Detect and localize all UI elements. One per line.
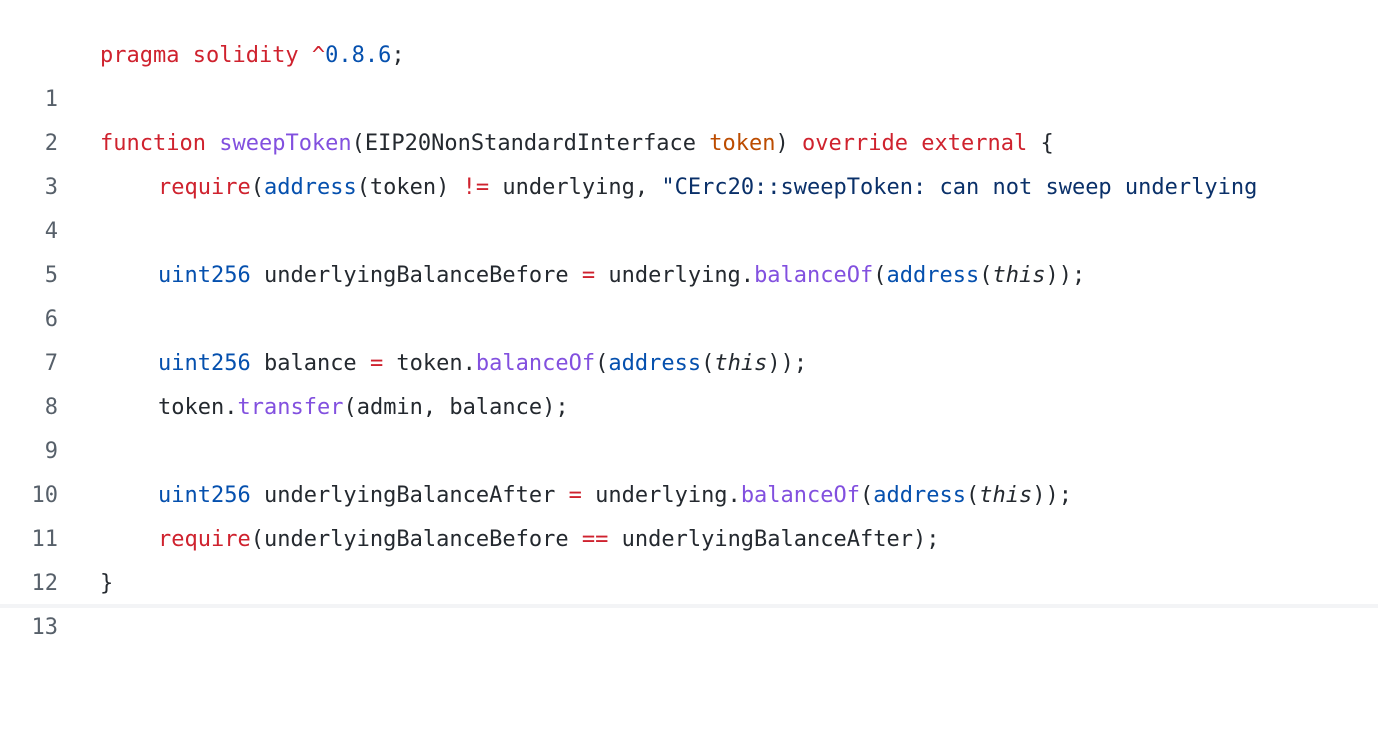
underlying-ref: underlying, (489, 175, 662, 200)
param-type: (EIP20NonStandardInterface (351, 131, 710, 156)
paren-close: )); (1045, 263, 1086, 288)
paren: ( (979, 263, 993, 288)
operator-assign: = (581, 263, 596, 288)
horizontal-scrollbar[interactable] (0, 604, 1378, 608)
require-call: require (158, 175, 251, 200)
line-content: require(address(token) != underlying, "C… (100, 166, 1257, 210)
keyword-external: external (921, 131, 1028, 156)
code-line: 6 uint256 underlyingBalanceBefore = unde… (0, 254, 1378, 332)
brace-close: } (100, 571, 114, 596)
var-name: underlyingBalanceAfter (250, 483, 569, 508)
line-number: 5 (44, 263, 58, 288)
line-content: function sweepToken(EIP20NonStandardInte… (100, 122, 1054, 166)
paren: ( (966, 483, 980, 508)
paren-close: )); (1032, 483, 1072, 508)
address-cast: address (886, 263, 980, 288)
object-ref: underlying. (595, 263, 755, 288)
address-cast: address (608, 351, 702, 376)
line-content: uint256 underlyingBalanceAfter = underly… (100, 474, 1072, 518)
paren: ( (595, 351, 609, 376)
code-line: 13 } (0, 562, 1378, 640)
operator-assign: = (369, 351, 384, 376)
line-number: 11 (31, 527, 59, 552)
line-number: 2 (44, 131, 58, 156)
operator-neq: != (462, 175, 490, 200)
this-keyword: this (979, 483, 1033, 508)
paren: ( (860, 483, 874, 508)
code-line: 10 (0, 430, 1378, 508)
type-uint256: uint256 (158, 263, 251, 288)
paren: ( (250, 175, 264, 200)
var-name: underlyingBalanceBefore (250, 263, 582, 288)
param-name: token (709, 131, 776, 156)
line-number: 1 (44, 87, 58, 112)
code-line: 2 (0, 78, 1378, 156)
code-line: 8 uint256 balance = token.balanceOf(addr… (0, 342, 1378, 420)
line-number: 9 (44, 439, 58, 464)
method-transfer: transfer (237, 395, 344, 420)
semicolon: ; (391, 43, 405, 68)
line-number: 4 (44, 219, 58, 244)
code-line: 12 require(underlyingBalanceBefore == un… (0, 518, 1378, 596)
this-keyword: this (714, 351, 768, 376)
token-arg: (token) (356, 175, 463, 200)
method-balanceof: balanceOf (740, 483, 861, 508)
line-number: 13 (31, 615, 59, 640)
call-args: (admin, balance); (343, 395, 569, 420)
line-content: uint256 underlyingBalanceBefore = underl… (100, 254, 1085, 298)
var-name: balance (250, 351, 370, 376)
code-line: 4 require(address(token) != underlying, … (0, 166, 1378, 244)
string-literal: "CErc20::sweepToken: can not sweep under… (661, 175, 1258, 200)
space (908, 131, 921, 156)
line-content: } (100, 562, 113, 606)
version-number: 0.8.6 (325, 43, 392, 68)
line-number: 3 (44, 175, 58, 200)
code-line: 3 function sweepToken(EIP20NonStandardIn… (0, 122, 1378, 200)
object-ref: underlying. (581, 483, 741, 508)
keyword-override: override (802, 131, 908, 156)
pragma-directive: pragma solidity ^ (100, 43, 326, 68)
line-number: 12 (31, 571, 59, 596)
code-line: 11 uint256 underlyingBalanceAfter = unde… (0, 474, 1378, 552)
line-content: pragma solidity ^0.8.6; (100, 34, 405, 78)
code-line: 9 token.transfer(admin, balance); (0, 386, 1378, 464)
code-line: 1 pragma solidity ^0.8.6; (0, 34, 1378, 112)
rhs-expr: underlyingBalanceAfter); (608, 527, 940, 552)
line-number: 10 (31, 483, 59, 508)
line-content: token.transfer(admin, balance); (100, 386, 569, 430)
paren-close: )); (767, 351, 808, 376)
method-balanceof: balanceOf (754, 263, 874, 288)
operator-assign: = (568, 483, 582, 508)
object-ref: token. (158, 395, 238, 420)
paren: ( (701, 351, 715, 376)
address-cast: address (263, 175, 357, 200)
method-balanceof: balanceOf (475, 351, 596, 376)
brace-open: { (1027, 131, 1054, 156)
paren: ( (873, 263, 887, 288)
code-line: 5 (0, 210, 1378, 288)
code-line: 7 (0, 298, 1378, 376)
type-uint256: uint256 (158, 351, 251, 376)
keyword-function: function (100, 131, 206, 156)
require-call: require (158, 527, 251, 552)
paren-close: ) (775, 131, 803, 156)
code-view: 1 pragma solidity ^0.8.6; 2 3 function s… (0, 34, 1378, 640)
operator-eq: == (581, 527, 609, 552)
object-ref: token. (383, 351, 476, 376)
this-keyword: this (992, 263, 1046, 288)
line-number: 6 (44, 307, 58, 332)
function-name: sweepToken (219, 131, 352, 156)
space (206, 131, 219, 156)
address-cast: address (873, 483, 966, 508)
type-uint256: uint256 (158, 483, 251, 508)
line-content: uint256 balance = token.balanceOf(addres… (100, 342, 807, 386)
lhs-expr: (underlyingBalanceBefore (250, 527, 582, 552)
line-number: 8 (44, 395, 58, 420)
line-content: require(underlyingBalanceBefore == under… (100, 518, 940, 562)
line-number: 7 (44, 351, 58, 376)
